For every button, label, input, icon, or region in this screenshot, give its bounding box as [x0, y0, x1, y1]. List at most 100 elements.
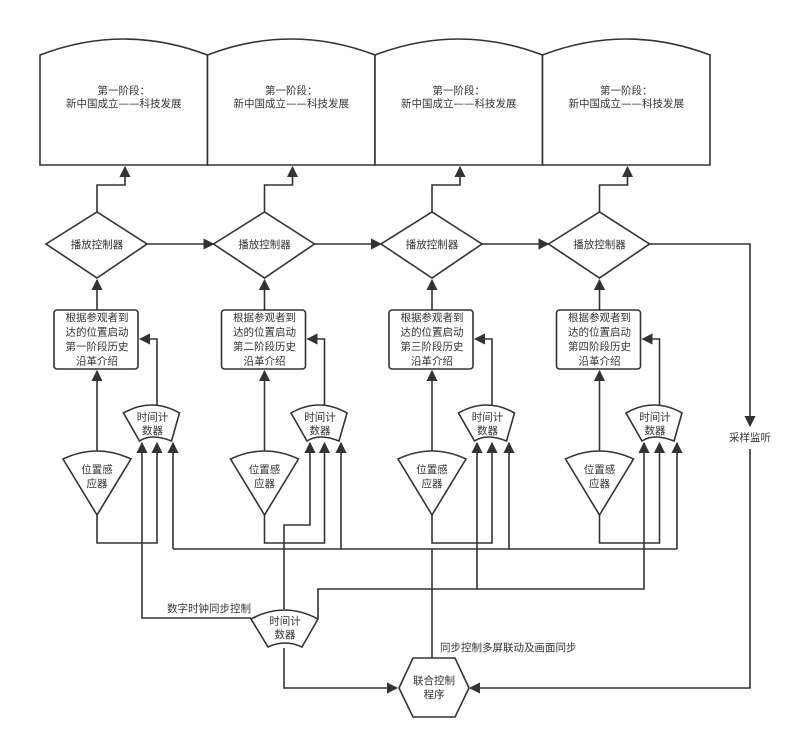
counter-to-intro-arrow	[138, 333, 158, 405]
time-counter-shape	[624, 404, 683, 443]
sensor-to-counter-arrow	[431, 441, 498, 544]
stage-panel-shape	[206, 38, 376, 166]
controller-to-panel-arrow	[96, 165, 131, 212]
playback-controller-diamond	[547, 211, 651, 279]
position-sensor-text: 应器	[589, 477, 610, 490]
master-timer-to-joint-control-arrow	[283, 648, 399, 694]
history-intro-box-rect	[220, 309, 307, 370]
sensor-to-counter-arrow	[96, 441, 163, 544]
stage-panel: 第一阶段：新中国成立——科技发展	[39, 38, 209, 166]
history-intro-text: 达的位置启动	[233, 325, 296, 338]
position-sensor-text: 位置感	[81, 463, 113, 476]
history-intro-text: 沿革介绍	[579, 354, 621, 367]
position-sensor-text: 应器	[87, 477, 108, 490]
connector-lines	[91, 165, 756, 694]
playback-controller-diamond	[379, 211, 484, 279]
time-counter-text: 时间计	[137, 410, 169, 423]
stage-panel-title: 第一阶段：	[265, 84, 318, 97]
master-to-counter4-line	[317, 441, 650, 618]
playback-controller: 播放控制器	[547, 211, 651, 279]
sampling-monitor-label: 采样监听	[729, 431, 771, 444]
time-counter-text: 数器	[645, 424, 666, 437]
joint-control-text: 程序	[424, 688, 445, 701]
time-counter-text: 数器	[310, 424, 331, 437]
playback-controller-label: 播放控制器	[573, 238, 626, 251]
position-sensor-text: 位置感	[249, 463, 281, 476]
playback-controller-diamond	[44, 211, 149, 279]
sampling-to-joint-control-arrow	[468, 449, 751, 694]
counter-to-intro-arrow	[473, 333, 493, 405]
joint-control-hexagon	[398, 657, 470, 718]
history-intro-text: 达的位置启动	[568, 325, 631, 338]
history-intro-text: 第四阶段历史	[568, 340, 631, 353]
stage-panel-shape	[374, 38, 544, 166]
controller-to-sampling-arrow	[649, 243, 756, 428]
stage-panel-title: 第一阶段：	[98, 84, 151, 97]
stage-panel-subtitle: 新中国成立——科技发展	[234, 97, 350, 110]
digital-clock-sync-line	[136, 441, 251, 619]
master-time-counter-shape	[249, 609, 320, 649]
history-intro-text: 根据参观者到	[401, 311, 464, 324]
playback-controller: 播放控制器	[44, 211, 149, 279]
time-counter-text: 数器	[477, 424, 498, 437]
position-sensor-text: 应器	[422, 477, 443, 490]
history-intro-text: 达的位置启动	[66, 325, 129, 338]
controller-to-panel-arrow	[431, 165, 466, 212]
history-intro-text: 根据参观者到	[66, 311, 129, 324]
playback-controller: 播放控制器	[379, 211, 484, 279]
multi-screen-sync-label: 同步控制多屏联动及画面同步	[440, 641, 577, 654]
time-counter-text: 时间计	[304, 410, 336, 423]
history-intro-text: 第二阶段历史	[233, 340, 296, 353]
playback-controller-diamond	[212, 211, 316, 279]
history-intro-text: 沿革介绍	[76, 354, 118, 367]
position-sensor-shape	[229, 450, 300, 517]
history-intro-text: 沿革介绍	[411, 354, 453, 367]
time-counter-shape	[289, 404, 348, 443]
history-intro-text: 根据参观者到	[233, 311, 296, 324]
time-counter-text: 数器	[142, 424, 163, 437]
time-counter-text: 时间计	[472, 410, 504, 423]
playback-controller-label: 播放控制器	[71, 238, 124, 251]
stage-panel-subtitle: 新中国成立——科技发展	[66, 97, 182, 110]
master-to-counter2-line	[283, 441, 316, 609]
position-sensor-text: 位置感	[416, 463, 448, 476]
controller-to-panel-arrow	[598, 165, 634, 212]
free-labels: 数字时钟同步控制 同步控制多屏联动及画面同步 采样监听	[167, 431, 771, 654]
sensor-to-counter-arrow	[263, 441, 331, 544]
history-intro-text: 第一阶段历史	[66, 340, 129, 353]
time-counter-text: 时间计	[639, 410, 671, 423]
history-intro-text: 第三阶段历史	[401, 340, 464, 353]
stage-panel-subtitle: 新中国成立——科技发展	[569, 97, 685, 110]
stage-panel-shape	[541, 38, 711, 166]
stage-panel-subtitle: 新中国成立——科技发展	[401, 97, 517, 110]
joint-control-text: 联合控制	[413, 674, 455, 687]
playback-controller: 播放控制器	[212, 211, 316, 279]
position-sensor-text: 应器	[254, 477, 275, 490]
history-intro-text: 沿革介绍	[244, 354, 286, 367]
history-intro-box-rect	[53, 309, 139, 370]
sensor-to-counter-arrow	[598, 441, 666, 544]
stage-panel-title: 第一阶段：	[600, 84, 653, 97]
stage-panel: 第一阶段：新中国成立——科技发展	[541, 38, 711, 166]
counter-to-intro-arrow	[641, 333, 661, 405]
counter-to-intro-arrow	[306, 333, 326, 405]
position-sensor-shape	[396, 450, 468, 517]
stage-panel-title: 第一阶段：	[433, 84, 486, 97]
history-intro-text: 根据参观者到	[568, 311, 631, 324]
stage-panel-shape	[39, 38, 209, 166]
playback-controller-label: 播放控制器	[238, 238, 291, 251]
playback-controller-label: 播放控制器	[406, 238, 459, 251]
diagram-shapes: 第一阶段：新中国成立——科技发展第一阶段：新中国成立——科技发展第一阶段：新中国…	[39, 38, 711, 718]
